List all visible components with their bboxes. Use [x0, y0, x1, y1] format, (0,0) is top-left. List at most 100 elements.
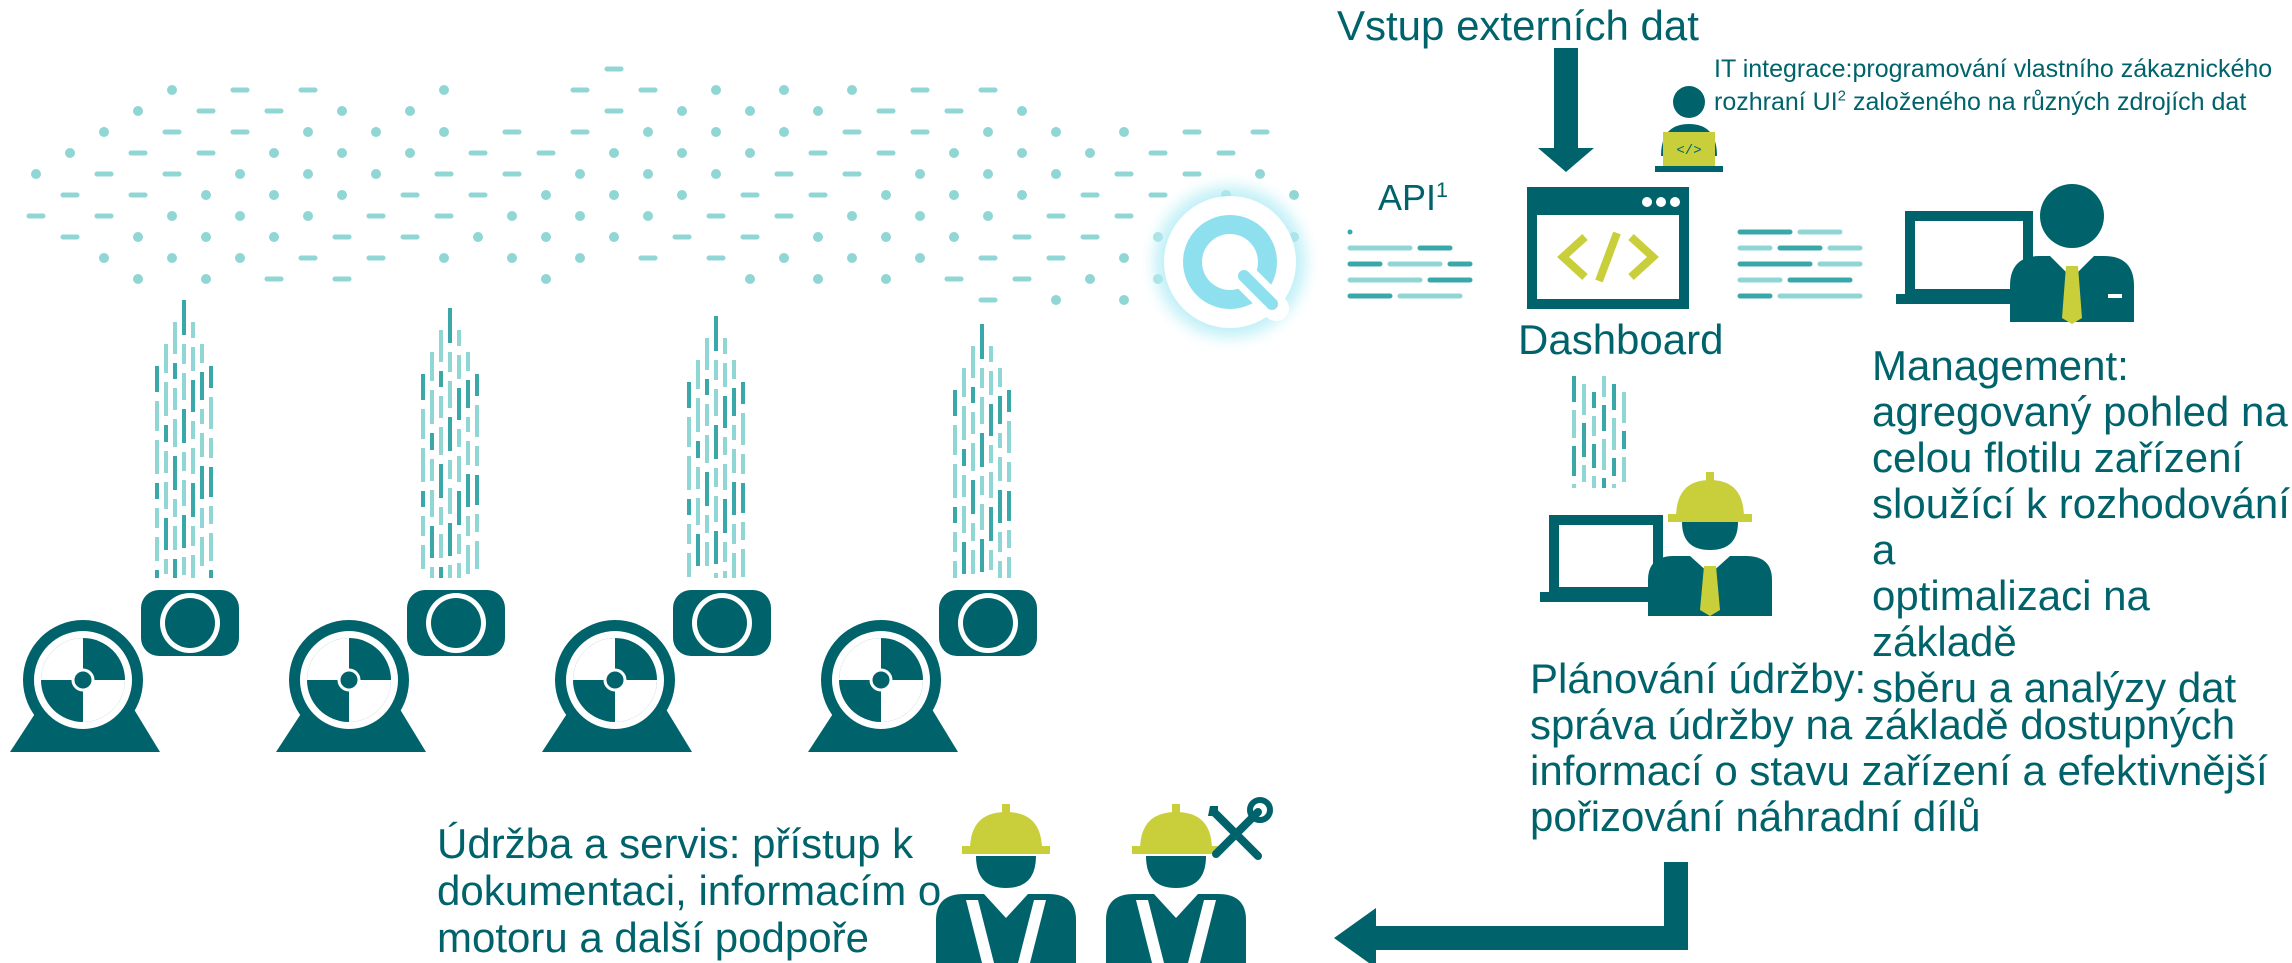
- cloud-dot: [201, 232, 211, 242]
- cloud-dot: [881, 274, 891, 284]
- external-input-arrow: [1538, 48, 1594, 172]
- motor-icon: [808, 590, 1037, 752]
- cloud-dot: [575, 211, 585, 221]
- cloud-dot: [371, 169, 381, 179]
- cloud-dot: [133, 106, 143, 116]
- cloud-dot: [133, 232, 143, 242]
- cloud-dot: [1051, 127, 1061, 137]
- cloud-dot: [575, 169, 585, 179]
- cloud-dot: [303, 169, 313, 179]
- cloud-dot: [609, 232, 619, 242]
- cloud-dot: [677, 190, 687, 200]
- maintenance-planning-line-4: pořizování náhradní dílů: [1530, 793, 1981, 840]
- cloud-dot: [99, 253, 109, 263]
- motor-icon: [542, 590, 771, 752]
- api-data-lines: [1347, 229, 1473, 299]
- cloud-dot: [643, 169, 653, 179]
- cloud-dot: [235, 211, 245, 221]
- dashboard-label: Dashboard: [1518, 316, 1724, 363]
- cloud-dot: [847, 211, 857, 221]
- cloud-dot: [983, 211, 993, 221]
- maintenance-planning-line-3: informací o stavu zařízení a efektivnějš…: [1530, 747, 2268, 794]
- dashboard-management-lines: [1737, 229, 1863, 299]
- cloud-dot: [337, 148, 347, 158]
- cloud-dot: [1085, 274, 1095, 284]
- cloud-dot: [31, 169, 41, 179]
- management-line-6: sběru a analýzy dat: [1872, 664, 2237, 711]
- engineer-laptop-icon: [1540, 472, 1772, 616]
- cloud-dot: [235, 253, 245, 263]
- manager-laptop-icon: [1896, 184, 2134, 324]
- cloud-dot: [779, 127, 789, 137]
- cloud-dot: [1119, 295, 1129, 305]
- cloud-dot: [337, 106, 347, 116]
- cloud-dot: [711, 127, 721, 137]
- cloud-dot: [1085, 148, 1095, 158]
- cloud-dot: [915, 211, 925, 221]
- cloud-dot: [201, 190, 211, 200]
- external-input-label: Vstup externích dat: [1337, 2, 1699, 49]
- cloud-analytics-icon: [1138, 170, 1322, 354]
- cloud-dot: [575, 253, 585, 263]
- it-integration-line-2: rozhraní UI2 založeného na různých zdroj…: [1714, 87, 2247, 116]
- cloud-dot: [847, 85, 857, 95]
- cloud-dot: [133, 274, 143, 284]
- maintenance-planning-text: Plánování údržby:správa údržby na základ…: [1530, 656, 2268, 840]
- cloud-dot: [949, 190, 959, 200]
- cloud-dot: [881, 190, 891, 200]
- cloud-dot: [643, 211, 653, 221]
- cloud-dot: [677, 106, 687, 116]
- cloud-dot: [167, 253, 177, 263]
- cloud-dot: [405, 106, 415, 116]
- cloud-dot: [1051, 295, 1061, 305]
- cloud-dot: [711, 85, 721, 95]
- cloud-dot: [269, 148, 279, 158]
- cloud-dot: [609, 190, 619, 200]
- cloud-dot: [813, 106, 823, 116]
- cloud-dot: [609, 148, 619, 158]
- cloud-dot: [303, 211, 313, 221]
- cloud-dot: [541, 232, 551, 242]
- tools-icon: [1208, 797, 1273, 860]
- cloud-dot: [1051, 169, 1061, 179]
- cloud-dot: [983, 127, 993, 137]
- cloud-dot: [507, 253, 517, 263]
- worker-icon: [936, 804, 1076, 963]
- cloud-dot: [507, 211, 517, 221]
- cloud-dot: [1119, 127, 1129, 137]
- maintenance-planning-line-1: Plánování údržby:: [1530, 655, 1867, 702]
- cloud-dot: [167, 85, 177, 95]
- cloud-dot: [99, 127, 109, 137]
- cloud-dot: [813, 232, 823, 242]
- cloud-dot: [711, 169, 721, 179]
- developer-laptop-icon: </>: [1655, 86, 1723, 172]
- cloud-dot: [745, 148, 755, 158]
- cloud-dot: [1017, 190, 1027, 200]
- cloud-dot: [779, 85, 789, 95]
- cloud-dot: [745, 274, 755, 284]
- management-line-4: sloužící k rozhodování a: [1872, 480, 2290, 573]
- cloud-dot: [337, 190, 347, 200]
- cloud-dot: [881, 232, 891, 242]
- cloud-dot: [167, 211, 177, 221]
- cloud-dot: [439, 127, 449, 137]
- management-line-1: Management:: [1872, 342, 2129, 389]
- cloud-dot: [269, 190, 279, 200]
- management-line-5: optimalizaci na základě: [1872, 572, 2150, 665]
- return-arrow: [1334, 862, 1688, 963]
- cloud-dot: [643, 127, 653, 137]
- management-line-3: celou flotilu zařízení: [1872, 434, 2244, 481]
- cloud-dot: [677, 148, 687, 158]
- code-window-icon: [1527, 187, 1689, 309]
- cloud-dot: [235, 169, 245, 179]
- cloud-dot: [1017, 106, 1027, 116]
- cloud-dot: [405, 148, 415, 158]
- cloud-dot: [371, 127, 381, 137]
- cloud-dot: [269, 232, 279, 242]
- it-integration-text: IT integrace:programování vlastního záka…: [1714, 53, 2272, 119]
- cloud-dot: [983, 169, 993, 179]
- cloud-dot: [439, 253, 449, 263]
- motors: [10, 590, 1037, 752]
